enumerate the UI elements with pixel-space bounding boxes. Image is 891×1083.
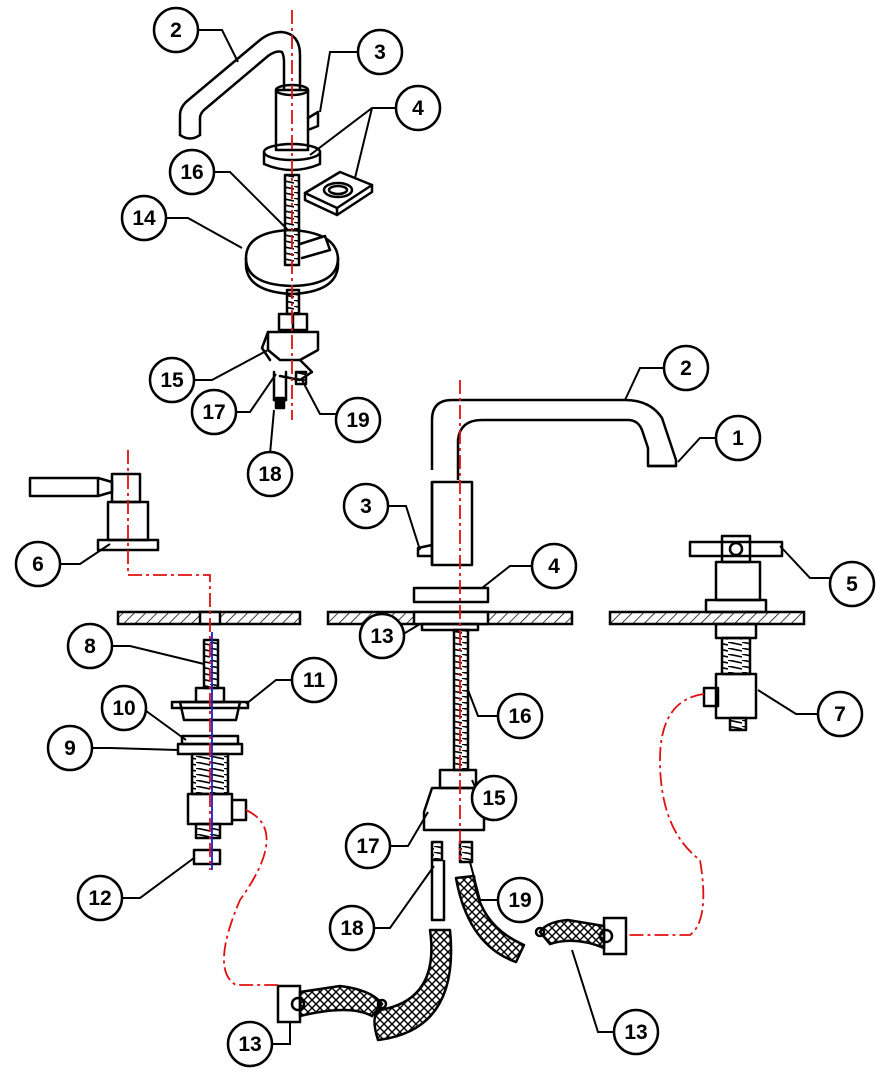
callout-label: 10 xyxy=(112,697,135,720)
callout-label: 2 xyxy=(680,357,692,380)
callout-4-top: 4 xyxy=(394,84,442,132)
callout-19-main: 19 xyxy=(496,876,544,924)
callout-label: 11 xyxy=(303,669,326,692)
callout-label: 13 xyxy=(370,625,393,648)
callout-13-main: 13 xyxy=(358,612,406,660)
deck-plates xyxy=(116,610,806,626)
callout-label: 19 xyxy=(346,409,369,432)
callout-5: 5 xyxy=(828,560,876,608)
callout-2-top: 2 xyxy=(152,6,200,54)
callout-label: 4 xyxy=(412,97,424,120)
callout-10: 10 xyxy=(100,684,148,732)
callout-15-main: 15 xyxy=(470,774,518,822)
right-valve-assembly xyxy=(688,534,784,732)
callout-label: 15 xyxy=(482,787,506,810)
callout-label: 3 xyxy=(360,495,372,518)
callout-16-main: 16 xyxy=(496,692,544,740)
callout-label: 5 xyxy=(846,573,858,596)
callout-3-top: 3 xyxy=(356,28,404,76)
top-spout-assembly xyxy=(178,30,374,410)
callout-9: 9 xyxy=(46,724,94,772)
callout-label: 2 xyxy=(170,19,182,42)
right-braided-hose xyxy=(534,916,628,956)
callout-label: 13 xyxy=(624,1021,647,1044)
callouts: 2 3 4 16 14 15 17 19 18 2 1 3 4 5 6 8 11… xyxy=(14,6,876,1068)
callout-label: 19 xyxy=(508,889,531,912)
callout-11: 11 xyxy=(290,656,338,704)
callout-label: 9 xyxy=(64,737,76,760)
left-braided-hose xyxy=(276,984,388,1024)
callout-1: 1 xyxy=(714,414,762,462)
callout-label: 15 xyxy=(160,369,184,392)
callout-label: 3 xyxy=(374,41,386,64)
callout-13-left: 13 xyxy=(226,1020,274,1068)
callout-label: 1 xyxy=(732,427,744,450)
callout-label: 13 xyxy=(238,1033,261,1056)
callout-6: 6 xyxy=(14,540,62,588)
callout-4-main: 4 xyxy=(530,542,578,590)
main-spout-body xyxy=(430,480,474,567)
spout-body xyxy=(274,88,310,152)
callout-7: 7 xyxy=(816,690,864,738)
callout-label: 16 xyxy=(508,705,531,728)
callout-17-top: 17 xyxy=(190,388,238,436)
callout-label: 7 xyxy=(834,703,846,726)
callout-label: 12 xyxy=(88,887,111,910)
callout-15-top: 15 xyxy=(148,356,196,404)
callout-label: 17 xyxy=(356,835,379,858)
callout-label: 17 xyxy=(202,401,225,424)
callout-8: 8 xyxy=(66,622,114,670)
callout-17-main: 17 xyxy=(344,822,392,870)
callout-label: 6 xyxy=(32,553,44,576)
square-escutcheon xyxy=(303,170,374,210)
main-underdeck xyxy=(373,622,526,1042)
callout-3-main: 3 xyxy=(342,482,390,530)
callout-label: 8 xyxy=(84,635,96,658)
callout-label: 18 xyxy=(340,917,364,940)
callout-label: 18 xyxy=(258,463,282,486)
spout-tube xyxy=(178,30,302,137)
callout-18-main: 18 xyxy=(328,904,376,952)
callout-12: 12 xyxy=(76,874,124,922)
leader-lines xyxy=(60,29,830,1045)
main-spout-assembly xyxy=(412,398,678,604)
callout-19-top: 19 xyxy=(334,396,382,444)
callout-14: 14 xyxy=(120,194,168,242)
callout-label: 16 xyxy=(180,161,203,184)
callout-label: 4 xyxy=(548,555,560,578)
callout-label: 14 xyxy=(132,207,156,230)
callout-16-top: 16 xyxy=(168,148,216,196)
centerlines xyxy=(127,10,705,986)
main-spout-tube xyxy=(430,398,678,480)
callout-18-top: 18 xyxy=(246,450,294,498)
callout-13-right: 13 xyxy=(612,1008,660,1056)
left-valve-assembly xyxy=(28,472,250,866)
callout-2-main: 2 xyxy=(662,344,710,392)
